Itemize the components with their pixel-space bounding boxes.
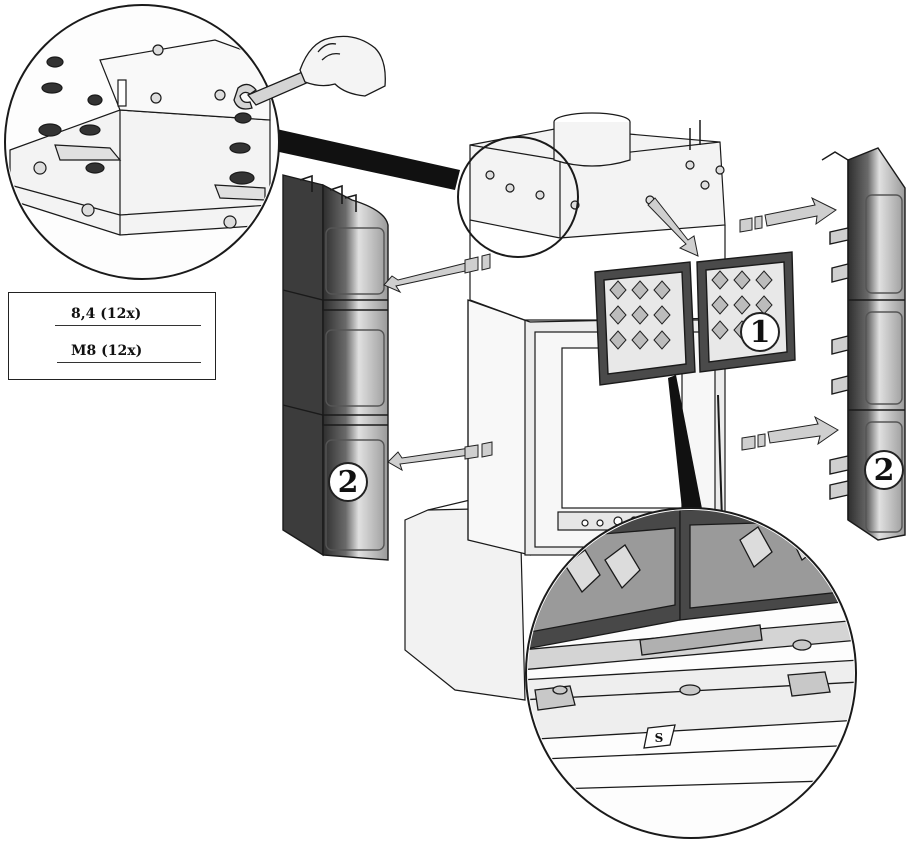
legend-washer-label: 8,4 (12x) — [71, 306, 142, 322]
wrench-and-hand — [233, 35, 386, 110]
arrow-tiles-down — [647, 197, 699, 257]
arrow-right-lower — [767, 415, 839, 446]
tile-diamond — [711, 270, 729, 290]
tile-diamond — [733, 270, 751, 290]
tile-diamond — [653, 305, 671, 325]
tile-diamond — [653, 280, 671, 300]
legend-nut-label: M8 (12x) — [71, 343, 143, 359]
tile-diamond — [711, 295, 729, 315]
detail-leader-top — [270, 128, 460, 190]
legend-nut-leader — [57, 362, 201, 363]
tile-diamond — [609, 280, 627, 300]
detail-bubble-top — [4, 4, 280, 280]
tile-diamond — [631, 330, 649, 350]
side-panel-left — [282, 174, 389, 561]
detail-mark-s: S — [655, 731, 664, 745]
side-panel-right — [821, 147, 906, 541]
assembly-arrows — [383, 196, 839, 472]
stove-left-wall — [467, 299, 531, 556]
legend-washer-leader — [55, 325, 201, 326]
fastener-legend: 8,4 (12x) M8 (12x) — [8, 292, 216, 380]
callout-part-2-left: 2 — [328, 462, 368, 502]
detail-bubble-bottom: S — [525, 507, 857, 839]
tile-diamond — [653, 330, 671, 350]
callout-part-2-right: 2 — [864, 450, 904, 490]
tile-diamond — [733, 295, 751, 315]
tile-diamond — [631, 305, 649, 325]
arrow-left-upper — [383, 261, 471, 294]
tile-diamond — [609, 305, 627, 325]
arrow-right-upper — [764, 196, 837, 227]
tile-diamond — [631, 280, 649, 300]
arrow-left-lower — [387, 447, 471, 472]
detail-marker-top — [457, 136, 579, 258]
callout-part-1: 1 — [740, 312, 780, 352]
tile-diamond — [609, 330, 627, 350]
tile-diamond — [755, 270, 773, 290]
tile-diamond — [711, 320, 729, 340]
